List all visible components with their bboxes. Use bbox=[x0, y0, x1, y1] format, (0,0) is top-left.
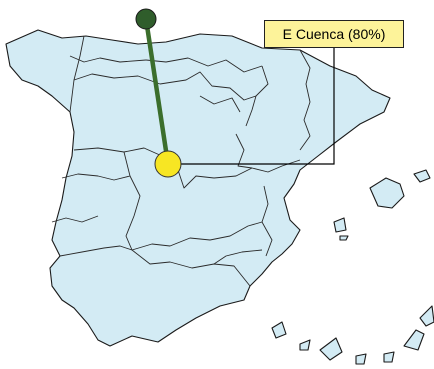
region-callout-label: E Cuenca (80%) bbox=[264, 20, 404, 48]
callout-leader-line bbox=[168, 48, 335, 165]
island-formentera bbox=[339, 235, 349, 241]
island-canary-3 bbox=[319, 337, 343, 361]
island-canary-7 bbox=[419, 305, 434, 327]
target-marker[interactable] bbox=[154, 150, 182, 178]
island-canary-1 bbox=[271, 321, 287, 339]
island-ibiza bbox=[333, 217, 347, 233]
island-menorca bbox=[413, 169, 431, 183]
origin-marker[interactable] bbox=[135, 8, 157, 30]
route-connector bbox=[143, 16, 171, 167]
mainland-landmass bbox=[5, 29, 391, 347]
island-canary-6 bbox=[403, 329, 425, 351]
island-canary-2 bbox=[299, 339, 311, 351]
island-canary-4 bbox=[355, 353, 367, 365]
island-mallorca bbox=[369, 177, 405, 209]
island-canary-5 bbox=[383, 351, 395, 363]
